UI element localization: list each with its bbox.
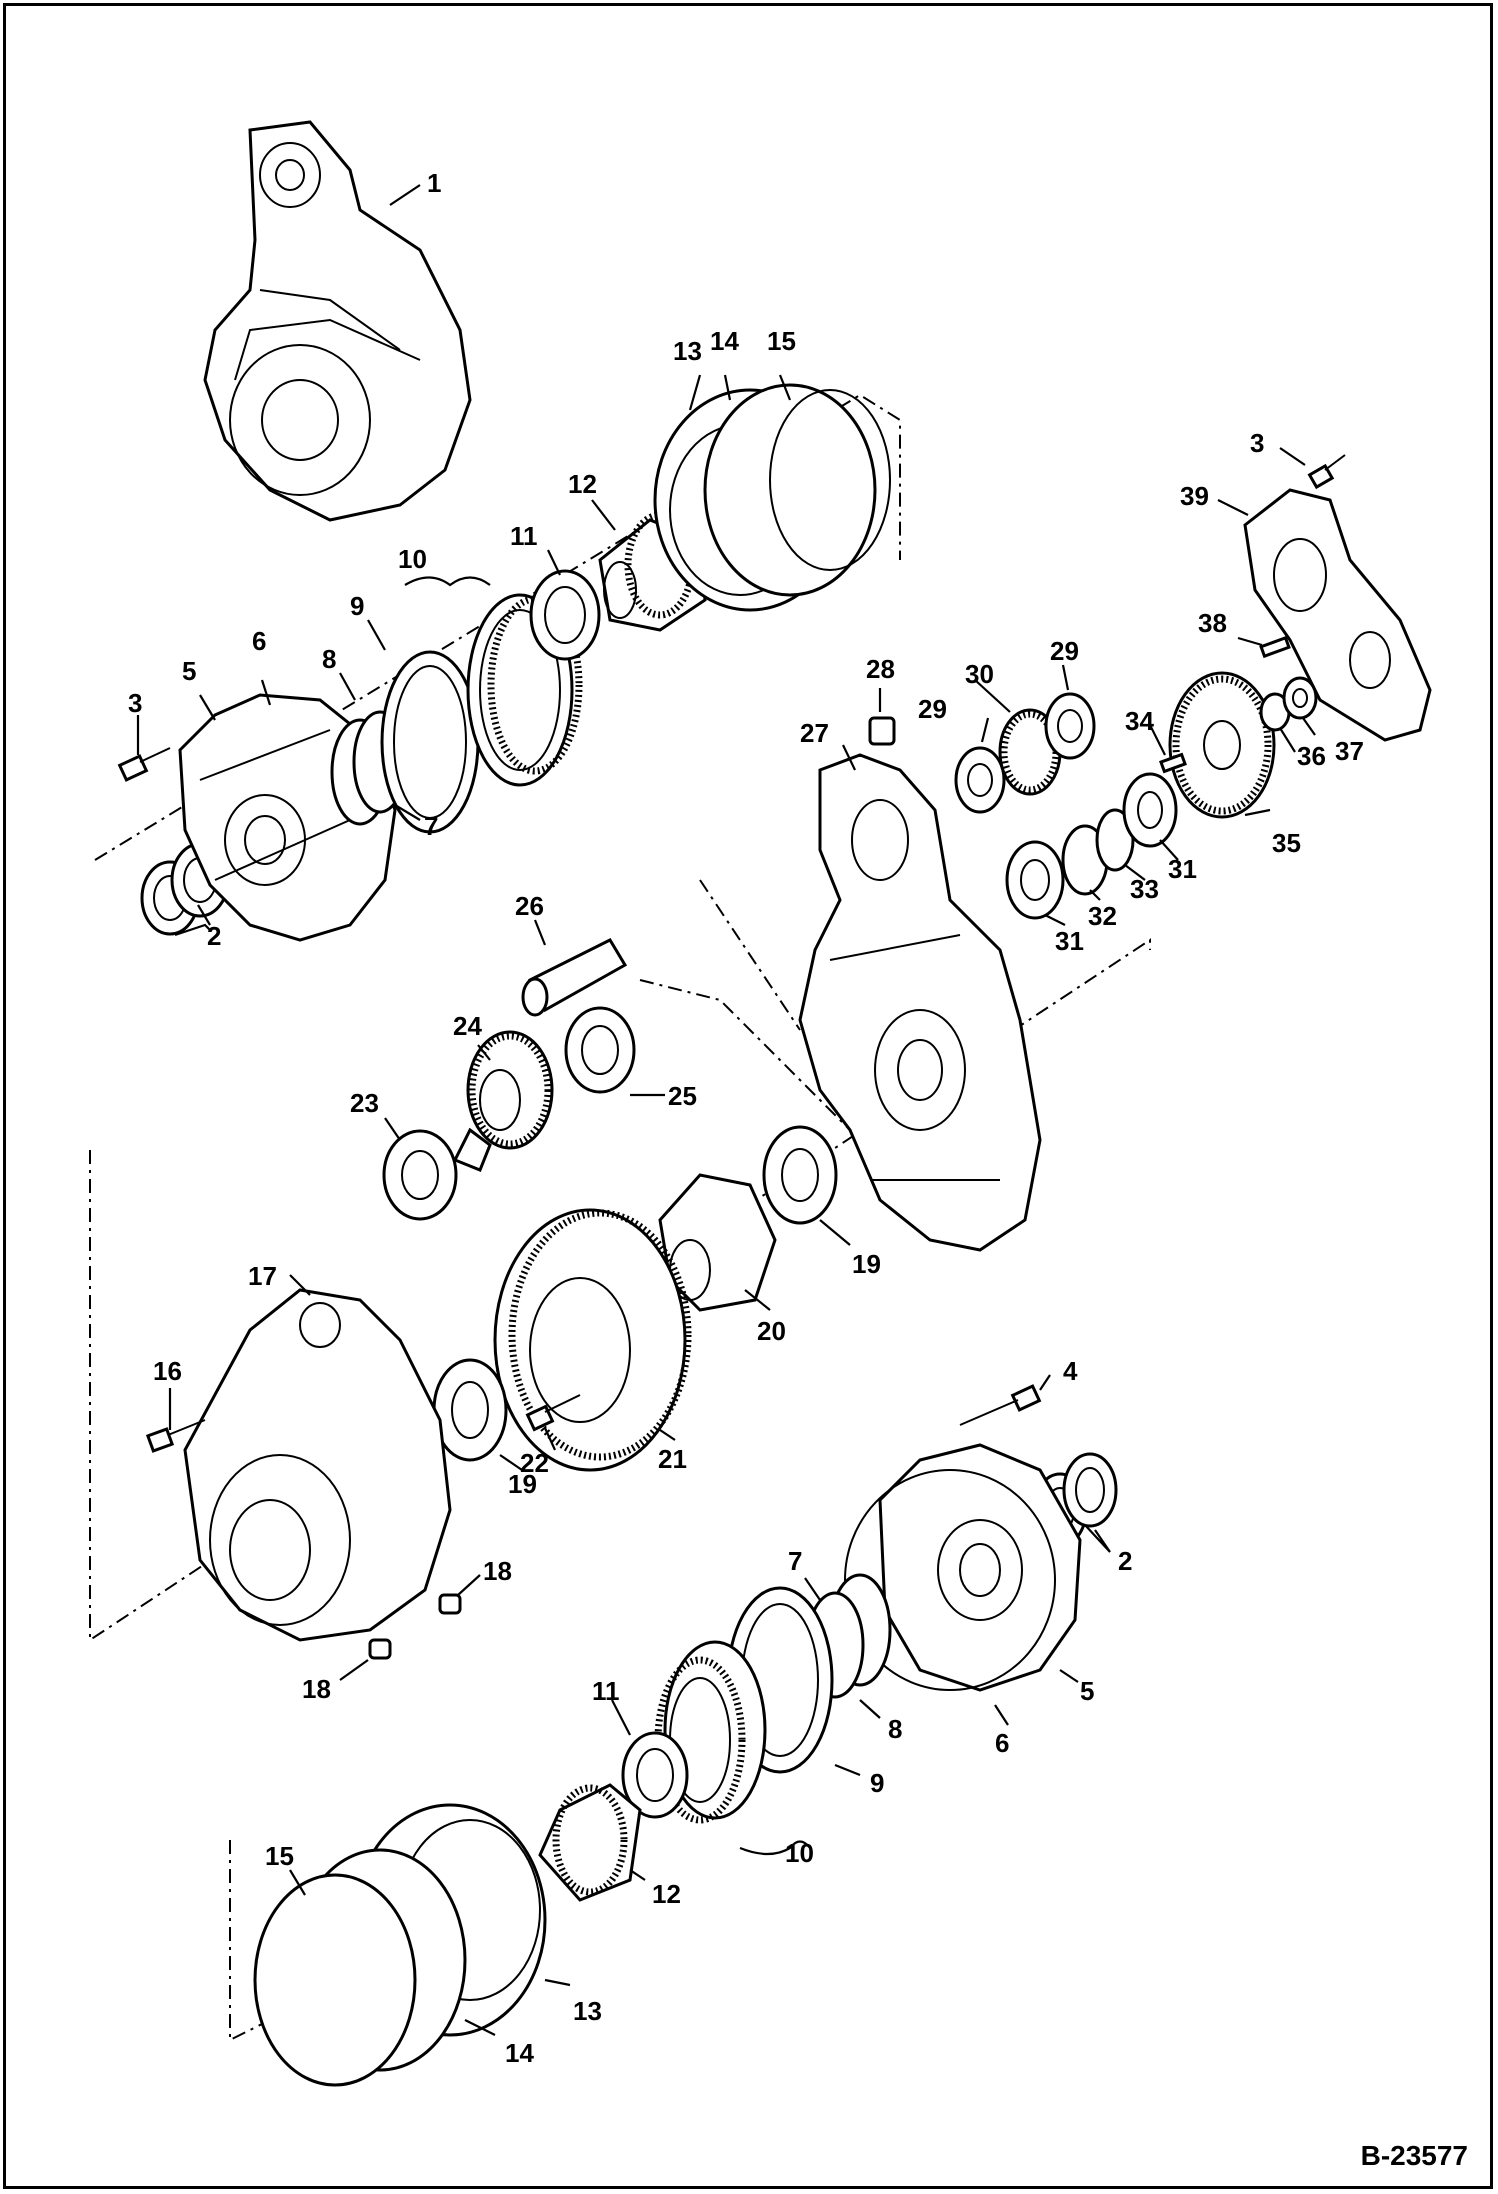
part-26-shaft [521,938,628,1017]
callout-18-right: 18 [483,1556,512,1586]
callout-23: 23 [350,1088,379,1118]
part-21-ring-gear [493,1208,692,1472]
callout-10-lower: 10 [785,1838,814,1868]
callout-25: 25 [668,1081,697,1111]
parts-36-37-washers [1259,676,1318,732]
callout-6-upper: 6 [252,626,266,656]
part-3-bolt-left [117,747,171,782]
part-27-main-case [798,753,1042,1252]
parts-13-14-15-piston-lower [253,1803,547,2087]
callout-27: 27 [800,718,829,748]
callout-22: 22 [520,1448,549,1478]
callout-8-upper: 8 [322,644,336,674]
part-34-pin [1159,752,1187,774]
callout-2-lower: 2 [1118,1546,1132,1576]
callout-31-left: 31 [1055,926,1084,956]
callout-12-lower: 12 [652,1879,681,1909]
callout-20: 20 [757,1316,786,1346]
parts-13-14-15-piston-upper [653,383,891,612]
callout-13-upper: 13 [673,336,702,366]
callout-19-right: 19 [852,1249,881,1279]
figure-reference-code: B-23577 [1360,2140,1468,2171]
callout-24: 24 [453,1011,482,1041]
part-24-gear [452,1030,554,1172]
parts-31-32-33-bearings [1005,772,1178,920]
callout-13-lower: 13 [573,1996,602,2026]
part-18-plugs [368,1593,462,1660]
callout-34: 34 [1125,706,1154,736]
callout-31-right: 31 [1168,854,1197,884]
part-22-bolt [525,1394,581,1432]
callout-labels: 1 13 14 15 12 11 10 9 8 6 5 3 7 2 3 39 2… [128,168,1364,2068]
part-19-bearing-right [762,1125,838,1225]
part-6-end-cover-lower [844,1443,1082,1692]
callout-5-upper: 5 [182,656,196,686]
callout-7-lower: 7 [788,1546,802,1576]
callout-11-lower: 11 [592,1676,620,1706]
callout-17: 17 [248,1261,277,1291]
part-17-housing [183,1288,452,1642]
callout-1: 1 [427,168,441,198]
callout-11-upper: 11 [510,521,538,551]
part-4-bolt [959,1384,1042,1426]
callout-12-upper: 12 [568,469,597,499]
part-16-bolt [145,1419,206,1453]
callout-10-upper: 10 [398,544,427,574]
callout-21: 21 [658,1444,687,1474]
callout-18-left: 18 [302,1674,331,1704]
callout-16: 16 [153,1356,182,1386]
part-12-gear-hub-lower [538,1783,642,1902]
callout-28: 28 [866,654,895,684]
callout-3-right: 3 [1250,428,1264,458]
callout-19-left: 19 [508,1469,537,1499]
callout-6-lower: 6 [995,1728,1009,1758]
callout-39: 39 [1180,481,1209,511]
part-38-dowel [1259,635,1291,659]
callout-35: 35 [1272,828,1301,858]
parts-7-8-9-rings-upper [330,650,480,834]
part-19-bearing-left [432,1358,508,1462]
callout-5-lower: 5 [1080,1676,1094,1706]
callout-2-upper: 2 [207,921,221,951]
part-3-bolt-right [1307,454,1346,490]
part-23-bearing [382,1129,458,1221]
callout-37: 37 [1335,736,1364,766]
callout-4: 4 [1063,1356,1078,1386]
callout-26: 26 [515,891,544,921]
callout-29-right: 29 [1050,636,1079,666]
part-28-plug [868,716,896,746]
callout-15-upper: 15 [767,326,796,356]
callout-38: 38 [1198,608,1227,638]
callout-3-left: 3 [128,688,142,718]
part-1-upper-housing [203,120,472,522]
callout-36: 36 [1297,741,1326,771]
part-25-bearing [564,1006,636,1094]
callout-32: 32 [1088,901,1117,931]
leader-lines [136,184,1316,2036]
callout-33: 33 [1130,874,1159,904]
callout-8-lower: 8 [888,1714,902,1744]
parts-29-30-gear-bearings [954,692,1096,814]
part-11-bearing-upper [529,569,601,661]
callout-29-left: 29 [918,694,947,724]
callout-30: 30 [965,659,994,689]
part-39-right-cover [1243,488,1432,742]
callout-9-lower: 9 [870,1768,884,1798]
part-11-bearing-lower [621,1731,689,1819]
part-35-gear [1168,671,1276,819]
callout-15-lower: 15 [265,1841,294,1871]
callout-14-upper: 14 [710,326,739,356]
callout-9-upper: 9 [350,591,364,621]
callout-7-upper: 7 [424,811,438,841]
callout-14-lower: 14 [505,2038,534,2068]
